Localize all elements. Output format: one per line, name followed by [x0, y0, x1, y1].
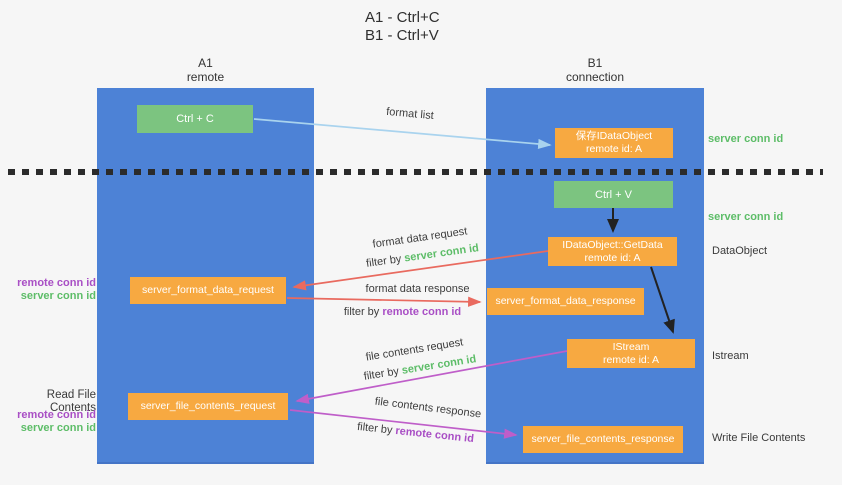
format-list-label: format list: [385, 105, 435, 123]
format-conn-id-pair: remote conn id server conn id: [0, 277, 96, 303]
filter-by-text: filter by: [365, 253, 403, 270]
filter-by-text: filter by: [362, 365, 400, 383]
server-format-data-request-label: server_format_data_request: [142, 284, 274, 296]
file-contents-response-label: file contents response: [374, 395, 482, 421]
filter-by-text: filter by: [343, 306, 380, 318]
lane-header-a1: A1 remote: [97, 56, 314, 84]
server-conn-id-note-top: server conn id: [708, 133, 784, 145]
getdata-line1: IDataObject::GetData: [562, 238, 663, 251]
write-file-contents-note: Write File Contents: [712, 432, 806, 444]
server-file-contents-request-label: server_file_contents_request: [140, 400, 276, 412]
ctrl-v-label: Ctrl + V: [595, 188, 632, 201]
server-file-contents-response-node: server_file_contents_response: [523, 426, 683, 453]
getdata-line2: remote id: A: [584, 251, 641, 264]
istream-node: IStream remote id: A: [567, 339, 695, 368]
ctrl-c-label: Ctrl + C: [176, 113, 214, 125]
title-line-1: A1 - Ctrl+C: [365, 9, 440, 26]
server-format-data-response-label: server_format_data_response: [495, 295, 636, 307]
lane-a1-name: A1: [198, 56, 213, 70]
diagram-title: A1 - Ctrl+C B1 - Ctrl+V: [365, 9, 440, 45]
server-format-data-request-node: server_format_data_request: [130, 277, 286, 304]
dataobject-note: DataObject: [712, 245, 768, 257]
ctrl-v-node: Ctrl + V: [554, 181, 673, 208]
ctrl-c-node: Ctrl + C: [137, 105, 253, 133]
lane-header-b1: B1 connection: [486, 56, 704, 84]
server-conn-id-note-mid: server conn id: [708, 211, 784, 223]
session-separator-line: [8, 169, 823, 175]
istream-line2: remote id: A: [602, 353, 660, 366]
save-idataobject-node: 保存IDataObject remote id: A: [555, 128, 673, 158]
remote-conn-id-key: remote conn id: [382, 306, 462, 318]
server-conn-id-note: server conn id: [20, 422, 96, 434]
server-format-data-response-node: server_format_data_response: [487, 288, 644, 315]
getdata-node: IDataObject::GetData remote id: A: [548, 237, 677, 266]
server-file-contents-response-label: server_file_contents_response: [531, 433, 675, 445]
filter-by-text: filter by: [356, 420, 394, 437]
save-idataobject-line2: remote id: A: [585, 143, 643, 155]
lane-b1-subtitle: connection: [565, 70, 625, 84]
format-data-response-arrow: [286, 296, 482, 307]
remote-conn-id-note: remote conn id: [17, 277, 96, 289]
istream-note: Istream: [712, 350, 749, 362]
lane-b1-name: B1: [587, 56, 603, 70]
server-conn-id-key: server conn id: [400, 353, 478, 377]
server-file-contents-request-node: server_file_contents_request: [128, 393, 288, 420]
lane-a1-subtitle: remote: [186, 70, 225, 84]
remote-conn-id-key: remote conn id: [394, 424, 475, 446]
server-conn-id-note: server conn id: [20, 290, 96, 302]
remote-conn-id-note: remote conn id: [17, 409, 96, 421]
file-conn-id-pair: remote conn id server conn id: [0, 409, 96, 435]
save-idataobject-line1: 保存IDataObject: [575, 130, 653, 142]
title-line-2: B1 - Ctrl+V: [365, 27, 439, 44]
istream-line1: IStream: [612, 340, 650, 353]
read-file-contents-note: Read File Contents: [46, 389, 96, 414]
format-data-response-label: format data response: [365, 283, 470, 295]
server-conn-id-key: server conn id: [403, 242, 480, 265]
